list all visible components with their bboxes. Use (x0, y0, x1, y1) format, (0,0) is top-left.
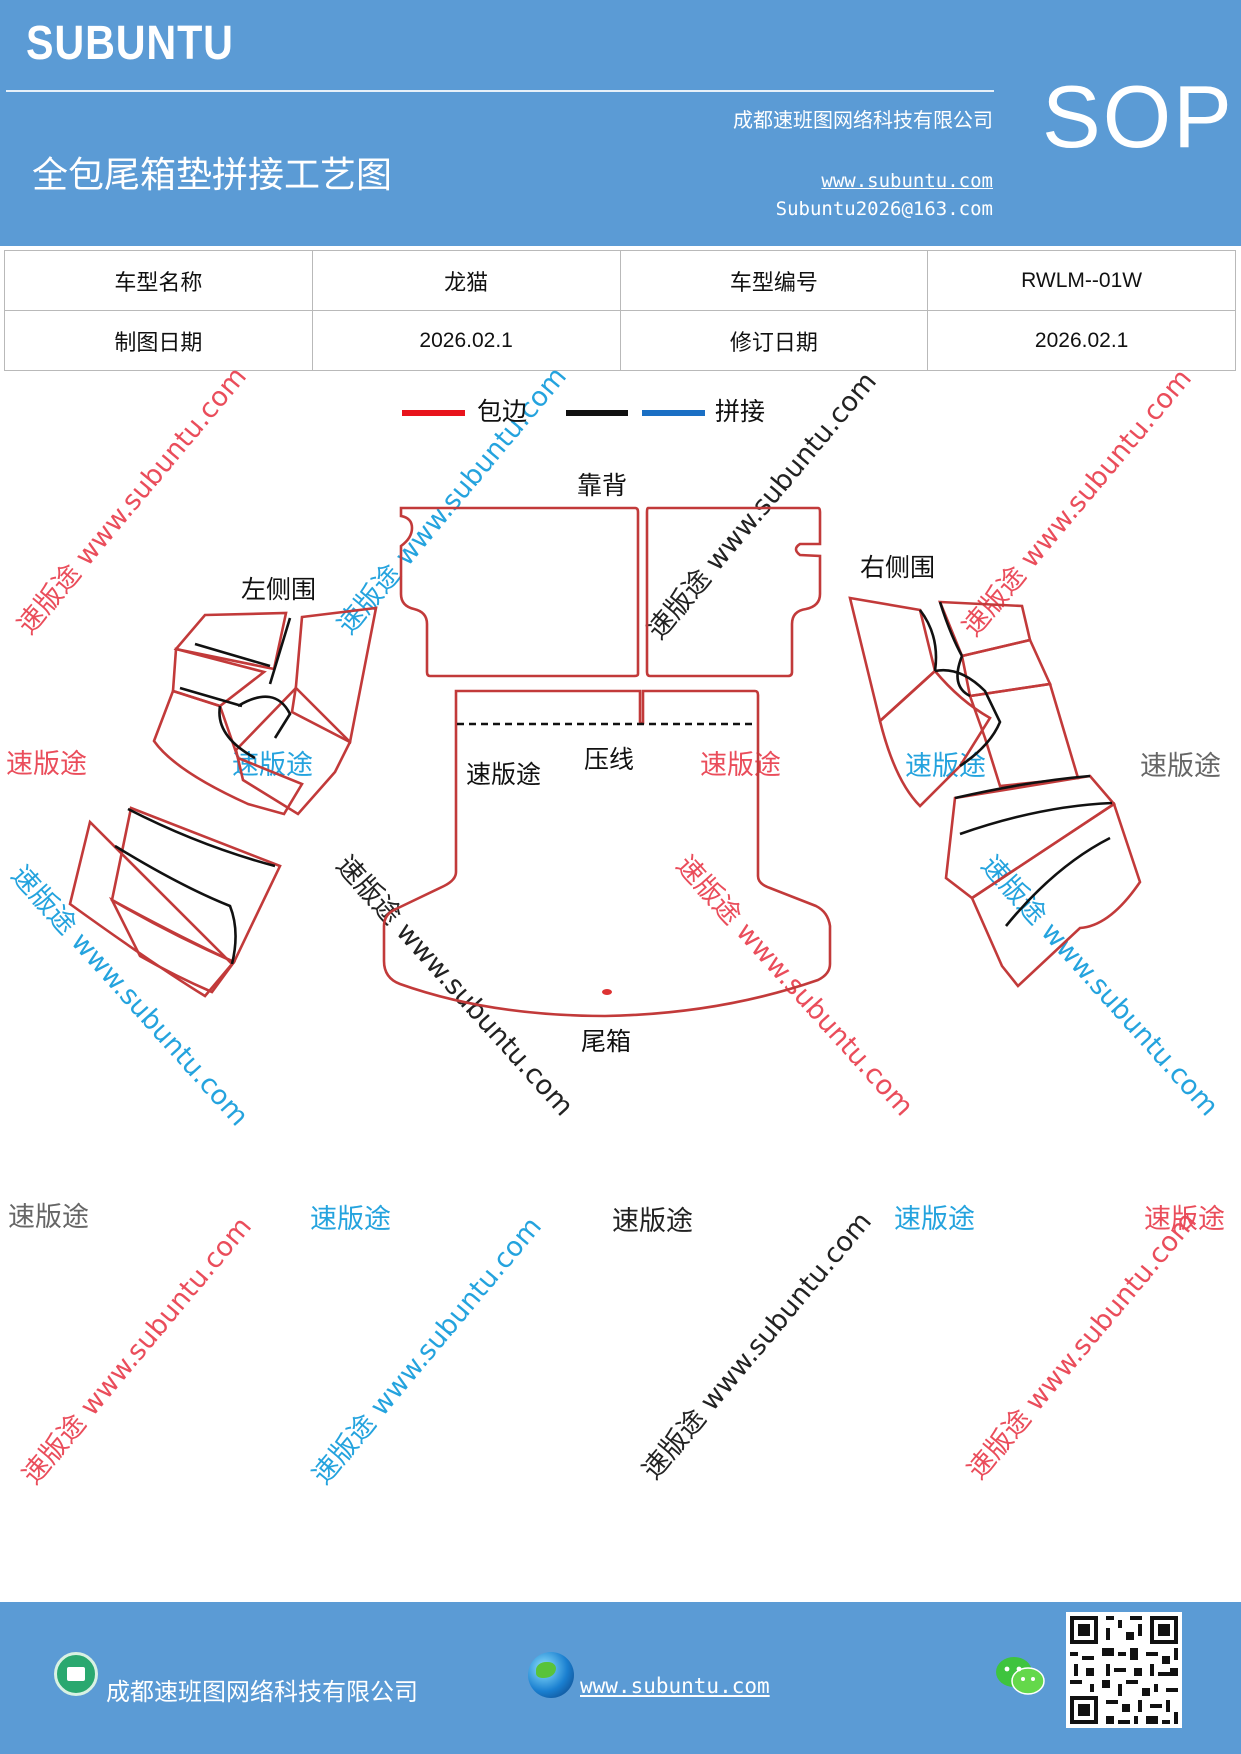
website-link[interactable]: www.subuntu.com (821, 170, 993, 192)
sop-badge: SOP (1042, 67, 1234, 166)
legend-wrap-label: 包边 (477, 397, 527, 426)
watermark-text: 速版途 (612, 1206, 693, 1237)
value-cell: 2026.02.1 (311, 310, 621, 371)
left-side-panel (68, 606, 378, 998)
home-icon (54, 1652, 98, 1696)
diagonal-watermark: 速版途 www.subuntu.com (637, 1206, 878, 1485)
header-divider (6, 90, 994, 92)
company-name: 成都速班图网络科技有限公司 (733, 108, 993, 132)
right-side-label: 右侧围 (860, 553, 935, 582)
info-table: 车型名称 龙猫 车型编号 RWLM--01W 制图日期 2026.02.1 修订… (4, 250, 1236, 371)
diagonal-watermark: 速版途 www.subuntu.com (12, 366, 253, 640)
back-label: 靠背 (577, 471, 627, 500)
diagonal-watermark: 速版途 www.subuntu.com (330, 850, 579, 1122)
backrest-right-piece (645, 506, 822, 678)
value-cell: RWLM--01W (927, 250, 1236, 311)
label-cell: 制图日期 (4, 310, 313, 371)
qr-code[interactable] (1066, 1612, 1182, 1728)
watermark-layer: 速版途 www.subuntu.com 速版途 www.subuntu.com … (5, 366, 1225, 1490)
watermark-text: 速版途 (1140, 751, 1221, 782)
diagonal-watermark: 速版途 www.subuntu.com (17, 1211, 258, 1490)
table-row: 制图日期 2026.02.1 修订日期 2026.02.1 (4, 310, 1236, 371)
footer-company-name: 成都速班图网络科技有限公司 (106, 1678, 418, 1706)
document-title: 全包尾箱垫拼接工艺图 (32, 155, 393, 196)
backrest-left-piece (399, 506, 640, 678)
press-line-label: 压线 (584, 745, 634, 774)
label-cell: 车型编号 (619, 250, 929, 311)
left-side-label: 左侧围 (241, 575, 316, 604)
table-row: 车型名称 龙猫 车型编号 RWLM--01W (4, 250, 1236, 311)
diagonal-watermark: 速版途 www.subuntu.com (975, 850, 1224, 1122)
footer-banner: 成都速班图网络科技有限公司 www.subuntu.com (0, 1602, 1241, 1754)
trunk-floor-piece (382, 689, 832, 1018)
label-cell: 车型名称 (4, 250, 313, 311)
watermark-text: 速版途 (894, 1204, 975, 1235)
diagonal-watermark: 速版途 www.subuntu.com (332, 366, 573, 640)
watermark-text: 速版途 (8, 1202, 89, 1233)
pattern-diagram: 速版途 www.subuntu.com 速版途 www.subuntu.com … (5, 366, 1225, 1490)
diagonal-watermark: 速版途 www.subuntu.com (957, 366, 1198, 642)
watermark-text: 速版途 (6, 749, 87, 780)
value-cell: 2026.02.1 (927, 310, 1236, 371)
email-address: Subuntu2026@163.com (775, 198, 993, 220)
diagonal-watermark: 速版途 www.subuntu.com (307, 1211, 548, 1490)
trunk-label: 尾箱 (581, 1027, 631, 1056)
header-banner: SUBUNTU 成都速班图网络科技有限公司 全包尾箱垫拼接工艺图 www.sub… (0, 0, 1241, 246)
brand-logo: SUBUNTU (26, 17, 234, 70)
diagonal-watermark: 速版途 www.subuntu.com (670, 850, 919, 1122)
watermark-text: 速版途 (1144, 1204, 1225, 1235)
watermark-text: 速版途 (310, 1204, 391, 1235)
center-mark (602, 989, 612, 995)
watermark-text: 速版途 (700, 750, 781, 781)
wechat-icon (996, 1657, 1045, 1695)
watermark-text: 速版途 (232, 750, 313, 781)
watermark-text: 速版途 (466, 760, 541, 789)
legend: 包边 拼接 (402, 397, 765, 426)
globe-icon (528, 1652, 574, 1698)
legend-splice-label: 拼接 (715, 397, 765, 426)
right-side-panel (848, 596, 1142, 988)
footer-website-link[interactable]: www.subuntu.com (580, 1674, 770, 1698)
diagonal-watermark: 速版途 www.subuntu.com (962, 1206, 1203, 1485)
value-cell: 龙猫 (311, 250, 621, 311)
label-cell: 修订日期 (619, 310, 929, 371)
